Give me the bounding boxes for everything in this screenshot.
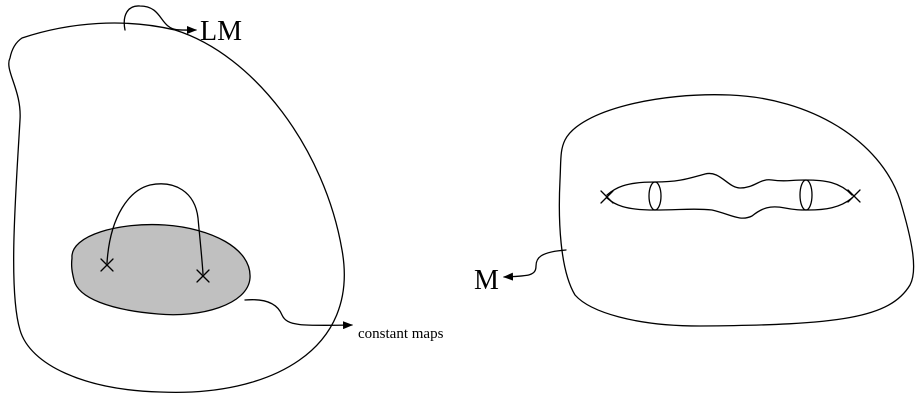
tube-top-edge xyxy=(607,173,852,195)
loop-space-outline xyxy=(9,23,345,392)
m-label: M xyxy=(474,265,499,296)
constant-maps-label: constant maps xyxy=(358,326,444,342)
m-arrow xyxy=(504,250,566,277)
constant-maps-region xyxy=(72,225,250,315)
tube-cross-section-left xyxy=(649,182,661,210)
manifold-figure: M xyxy=(474,95,914,326)
lm-label: LM xyxy=(200,16,242,47)
loop-space-figure: LM constant maps xyxy=(9,6,444,392)
cross-marker-tube-left xyxy=(601,191,613,203)
cross-marker-tube-right xyxy=(848,190,860,202)
constant-maps-arrow xyxy=(245,300,352,326)
tube-bottom-edge xyxy=(607,198,852,218)
tube-cross-section-right xyxy=(800,180,812,210)
manifold-outline xyxy=(559,95,913,326)
